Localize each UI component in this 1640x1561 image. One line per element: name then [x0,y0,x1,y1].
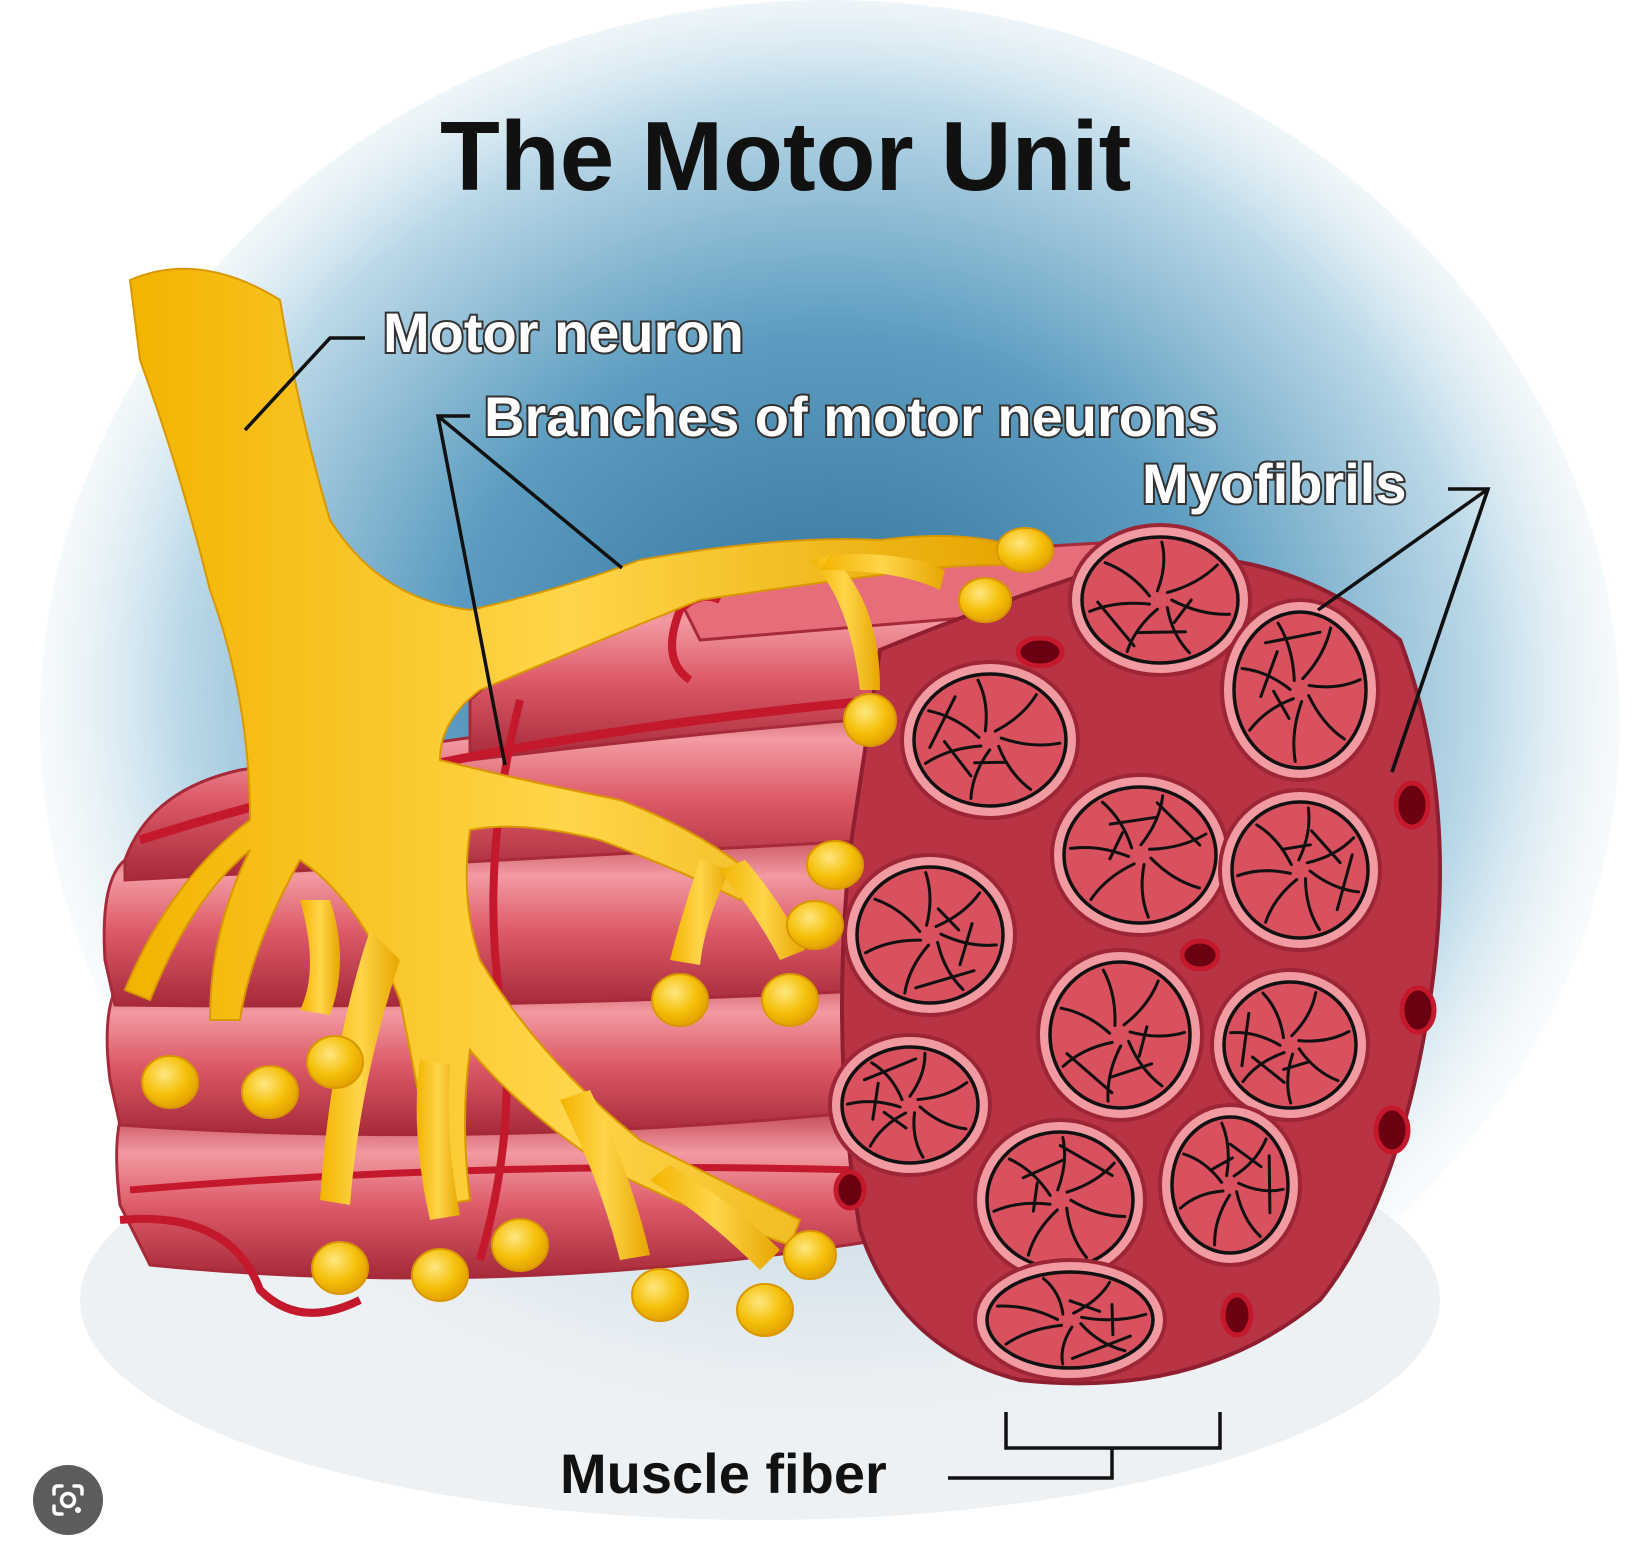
synaptic-bulb [996,527,1054,573]
synaptic-bulb [806,840,864,890]
synaptic-bulb [411,1248,469,1302]
synaptic-bulb [783,1230,837,1280]
cross-fiber [1036,948,1204,1122]
synaptic-bulb [306,1035,364,1089]
label-motor-neuron: Motor neuron [383,301,744,364]
synaptic-terminals [141,527,1054,1337]
synaptic-bulb [241,1065,299,1119]
synaptic-bulb [651,973,709,1027]
cross-fiber [1068,523,1252,677]
synaptic-bulb [843,693,897,747]
cross-fiber [1220,598,1380,782]
cross-fiber [1158,1103,1302,1267]
cross-fiber [1218,788,1382,952]
diagram-title: The Motor Unit [440,101,1131,211]
synaptic-bulb [761,973,819,1027]
synaptic-bulb [141,1055,199,1109]
synaptic-bulb [736,1283,794,1337]
cross-fiber [1210,968,1370,1122]
synaptic-bulb [958,577,1012,623]
cross-fiber [973,1118,1147,1282]
leader-lines [243,336,1491,1480]
google-lens-icon [52,1484,84,1516]
cross-section-fibers [828,523,1382,1382]
synaptic-bulb [311,1241,369,1295]
cross-fiber [1050,773,1230,937]
cross-fiber [828,1033,992,1177]
label-branches: Branches of motor neurons [484,385,1218,448]
cross-fiber [900,660,1080,820]
cross-fiber [973,1258,1167,1382]
vessel-openings [833,635,1437,1338]
synaptic-bulb [786,900,844,950]
google-lens-button[interactable] [33,1465,103,1535]
label-myofibrils: Myofibrils [1142,452,1406,515]
cross-fiber [843,853,1017,1017]
label-muscle-fiber: Muscle fiber [560,1442,887,1505]
synaptic-bulb [491,1218,549,1272]
synaptic-bulb [631,1268,689,1322]
